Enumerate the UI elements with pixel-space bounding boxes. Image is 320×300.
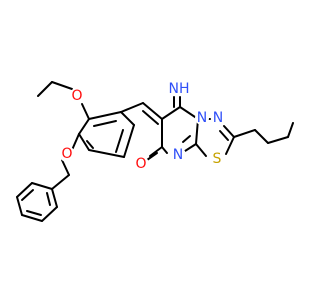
bond: [120, 111, 135, 126]
bond: [225, 136, 235, 155]
bond-layer: [16, 81, 294, 222]
bond: [287, 122, 294, 138]
bond: [161, 146, 168, 154]
bond: [16, 182, 33, 198]
atom-label: O: [61, 146, 72, 162]
atom-label: S: [213, 151, 222, 167]
bond: [21, 189, 34, 201]
bond: [88, 149, 125, 158]
bond: [254, 129, 269, 144]
bond: [267, 136, 289, 144]
bond: [81, 103, 90, 120]
bond: [195, 143, 207, 157]
atom-label: O: [135, 156, 146, 172]
molecule-structure: O O O NH N N N S: [16, 81, 294, 222]
atom-label: N: [213, 110, 223, 126]
bond: [184, 143, 197, 152]
bond: [71, 133, 80, 151]
bond: [21, 214, 43, 222]
bond: [120, 102, 144, 113]
bond: [233, 129, 256, 138]
atom-label: NH: [169, 81, 190, 97]
bond: [78, 118, 90, 135]
bond: [31, 182, 53, 190]
bond: [149, 146, 163, 157]
atom-n-ring: N: [211, 110, 225, 126]
bond: [142, 102, 163, 120]
atom-label: N: [173, 147, 183, 163]
atom-o-carbonyl: O: [133, 156, 149, 172]
bond: [37, 81, 53, 97]
bond: [93, 120, 117, 127]
bond: [46, 192, 51, 206]
bond: [179, 106, 199, 120]
atom-layer: O O O NH N N N S: [59, 81, 225, 172]
bond: [142, 110, 159, 125]
bond: [219, 130, 229, 141]
bond: [88, 111, 122, 120]
atom-o-ethoxy: O: [69, 88, 85, 104]
atom-s-thiadiazole: S: [209, 151, 225, 167]
bond: [16, 196, 23, 216]
atom-label: N: [197, 110, 207, 126]
molecule-canvas: O O O NH N N N S: [16, 81, 294, 222]
bond: [146, 152, 158, 161]
bond: [61, 159, 70, 176]
bond: [223, 125, 235, 138]
bond: [115, 129, 124, 153]
atom-o-benzyloxy: O: [59, 146, 75, 162]
bond: [123, 124, 135, 158]
atom-label: O: [71, 88, 82, 104]
bond: [161, 106, 181, 120]
bond: [182, 135, 191, 143]
atom-n-bridge: N: [195, 110, 209, 126]
bond: [86, 140, 94, 149]
atom-n-pyrimidine: N: [170, 147, 186, 163]
bond: [41, 206, 58, 222]
bond: [26, 210, 42, 216]
bond: [78, 133, 90, 151]
atom-n-imine: NH: [168, 81, 190, 97]
bond: [51, 81, 73, 90]
bond: [51, 174, 70, 190]
bond: [51, 188, 58, 208]
